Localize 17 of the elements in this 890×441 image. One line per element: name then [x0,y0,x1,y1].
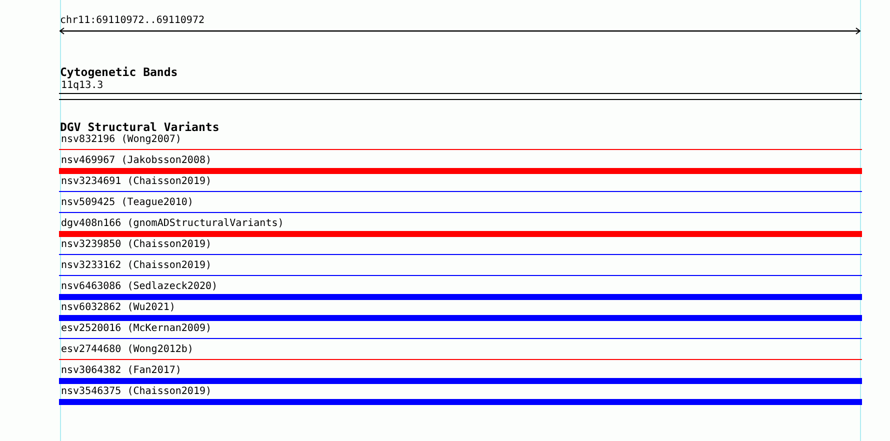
variant-label: nsv469967 (Jakobsson2008) [61,155,212,167]
band-label: 11q13.3 [61,80,104,92]
variant-label: nsv832196 (Wong2007) [61,134,182,146]
locus-label: chr11:69110972..69110972 [60,15,204,27]
variant-label: nsv3064382 (Fan2017) [61,365,182,377]
variant-label: nsv3233162 (Chaisson2019) [61,260,212,272]
variant-label: nsv3234691 (Chaisson2019) [61,176,212,188]
variant-label: nsv509425 (Teague2010) [61,197,194,209]
variant-label: esv2520016 (McKernan2009) [61,323,212,335]
variant-label: nsv6463086 (Sedlazeck2020) [61,281,218,293]
track-title: Cytogenetic Bands [60,66,178,79]
variant-label: nsv6032862 (Wu2021) [61,302,176,314]
variant-label: dgv408n166 (gnomADStructuralVariants) [61,218,284,230]
variant-label: esv2744680 (Wong2012b) [61,344,194,356]
variant-label: nsv3239850 (Chaisson2019) [61,239,212,251]
variant-label: nsv3546375 (Chaisson2019) [61,386,212,398]
track-title: DGV Structural Variants [60,121,220,134]
